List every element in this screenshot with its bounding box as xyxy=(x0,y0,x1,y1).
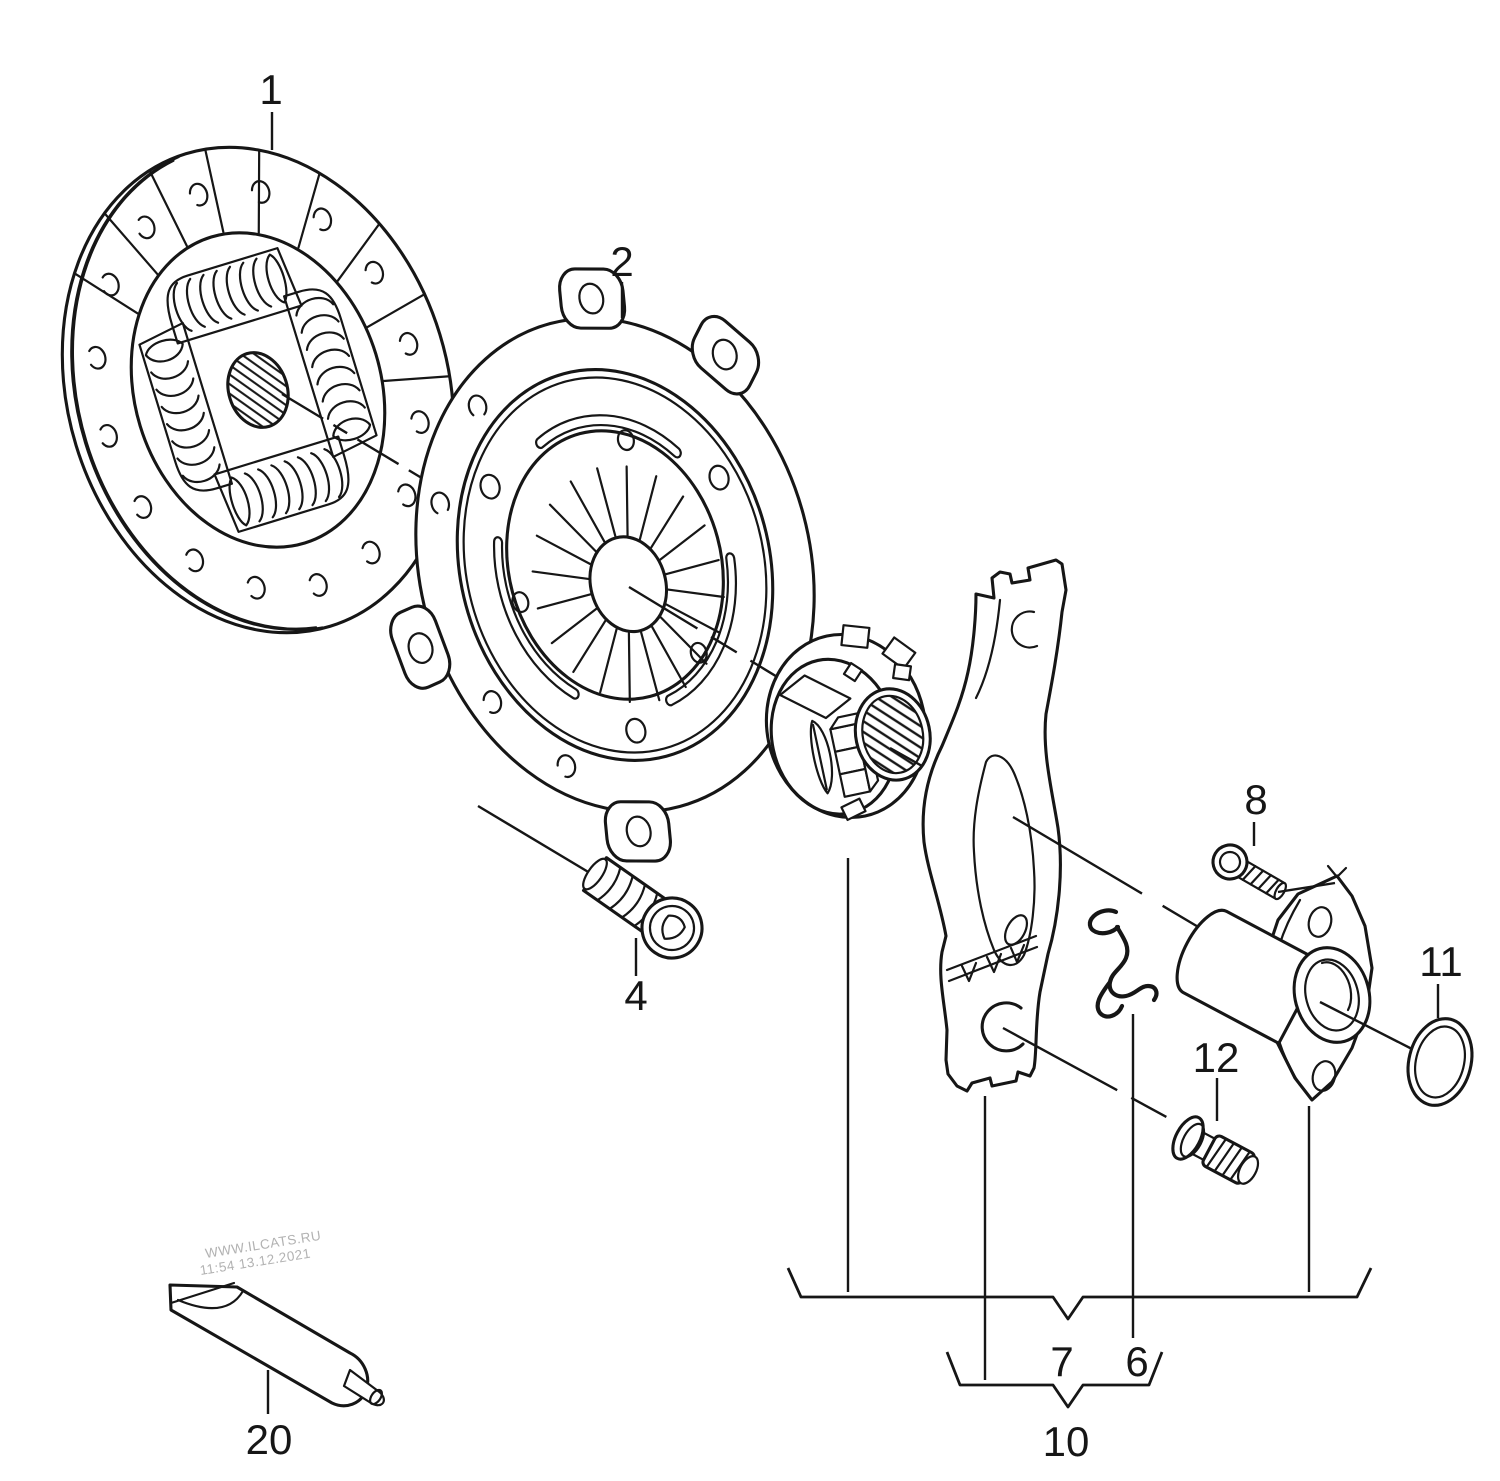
callout-11: 11 xyxy=(1419,938,1463,985)
torx-socket-icon xyxy=(656,912,687,944)
axis-line-disc xyxy=(282,394,430,483)
callout-8: 8 xyxy=(1244,776,1267,823)
pivot-pin-drawing xyxy=(1167,1112,1266,1194)
callout-20: 20 xyxy=(246,1416,293,1463)
guide-sleeve-drawing xyxy=(1166,866,1380,1100)
pressure-plate-drawing xyxy=(383,267,885,863)
diaphragm-fingers xyxy=(507,444,750,724)
retaining-spring-drawing xyxy=(1090,910,1157,1016)
fork-ball-socket xyxy=(982,1003,1023,1051)
release-bearing-drawing xyxy=(748,612,946,833)
clutch-disc-drawing xyxy=(4,98,512,682)
callout-12: 12 xyxy=(1193,1034,1240,1081)
axis-line-fork-pin xyxy=(1003,1028,1172,1120)
callout-10: 10 xyxy=(1043,1418,1090,1465)
leader-line-bolt4 xyxy=(478,806,600,879)
bolt-small-drawing xyxy=(1207,839,1292,908)
fork-top-hole xyxy=(1012,612,1037,648)
axis-line-bolt8 xyxy=(1278,883,1335,892)
callout-1: 1 xyxy=(259,66,282,113)
axis-line-fork-sleeve xyxy=(1013,817,1200,928)
callout-2: 2 xyxy=(610,238,633,285)
group-bracket-7 xyxy=(788,1268,1371,1319)
callout-7: 7 xyxy=(1050,1338,1073,1385)
bolt-drawing xyxy=(572,845,714,969)
sealant-tube-drawing xyxy=(170,1283,384,1406)
callout-4: 4 xyxy=(624,972,647,1019)
release-fork-drawing xyxy=(923,560,1066,1091)
watermark: WWW.ILCATS.RU 11:54 13.12.2021 xyxy=(199,1228,323,1278)
o-ring-drawing xyxy=(1399,1012,1480,1112)
disc-hub xyxy=(219,345,297,435)
leader-line-oring xyxy=(1320,1002,1412,1049)
callout-6: 6 xyxy=(1125,1338,1148,1385)
group-bracket-10 xyxy=(947,1352,1162,1407)
